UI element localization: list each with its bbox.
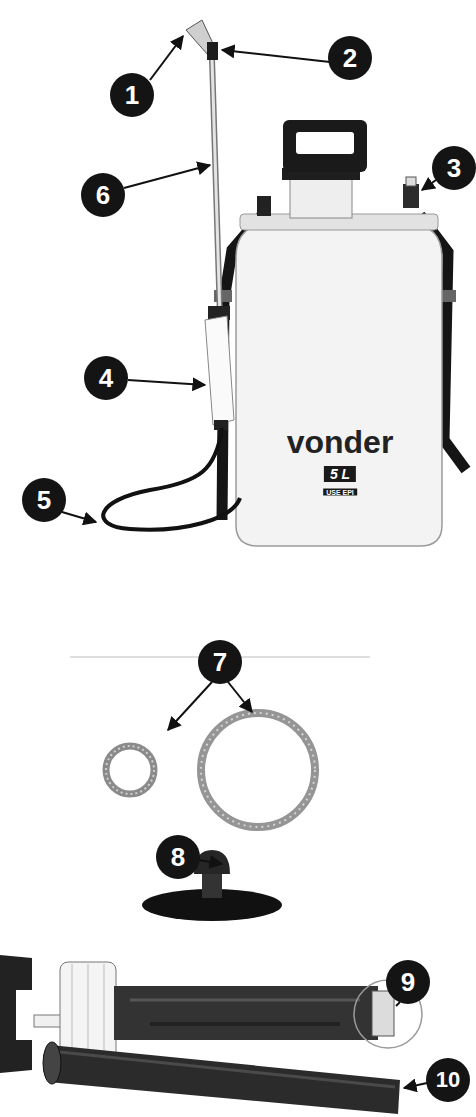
large-o-ring [201,713,315,827]
trigger-handle [205,316,234,425]
callout-number: 7 [198,640,242,684]
callout-number: 1 [110,73,154,117]
hose [103,428,240,530]
capacity-label: 5 L [324,466,356,482]
callout-number: 5 [22,478,66,522]
leader-line [124,165,210,188]
tube-rim [43,1042,61,1084]
pump-bracket [0,955,32,1073]
leader-line [228,682,252,712]
spray-wand [212,58,220,318]
leader-line [168,682,212,730]
tank-body [236,224,442,546]
ring-texture [201,713,315,827]
safety-notice: USE EPI [323,489,357,496]
ring-texture [106,746,154,794]
hose-fitting [257,196,271,216]
small-o-ring [106,746,154,794]
pump-tab [34,1015,62,1027]
callout-number: 6 [81,173,125,217]
leader-line [222,50,330,62]
pump-seal [372,991,394,1036]
leader-line [199,860,222,864]
leader-line [404,1083,427,1088]
callout-number: 4 [84,356,128,400]
valve-button [406,177,416,186]
callout-number: 9 [386,960,430,1004]
leader-line [62,512,96,522]
cylinder-shade [150,1022,340,1026]
tank-cap [290,178,352,218]
pressure-valve [403,184,419,208]
callout-number: 2 [328,36,372,80]
leader-line [128,380,205,385]
cap-rib [104,964,105,1060]
leader-line [422,180,436,190]
handle-grip-hole [296,132,354,154]
cap-rib [72,964,73,1060]
pump-tube [48,1045,400,1114]
tube-shade [60,1052,395,1087]
pump-cylinder [114,986,378,1040]
cylinder-shade [130,999,360,1002]
callout-number: 8 [156,835,200,879]
callout-number: 3 [432,146,476,190]
nozzle-connector [207,42,218,60]
brand-name: vonder [287,424,394,461]
cap-rib [88,964,89,1060]
pump-handle [283,120,367,172]
callout-number: 10 [426,1058,470,1102]
leader-line [150,36,183,80]
spray-wand [212,58,220,318]
